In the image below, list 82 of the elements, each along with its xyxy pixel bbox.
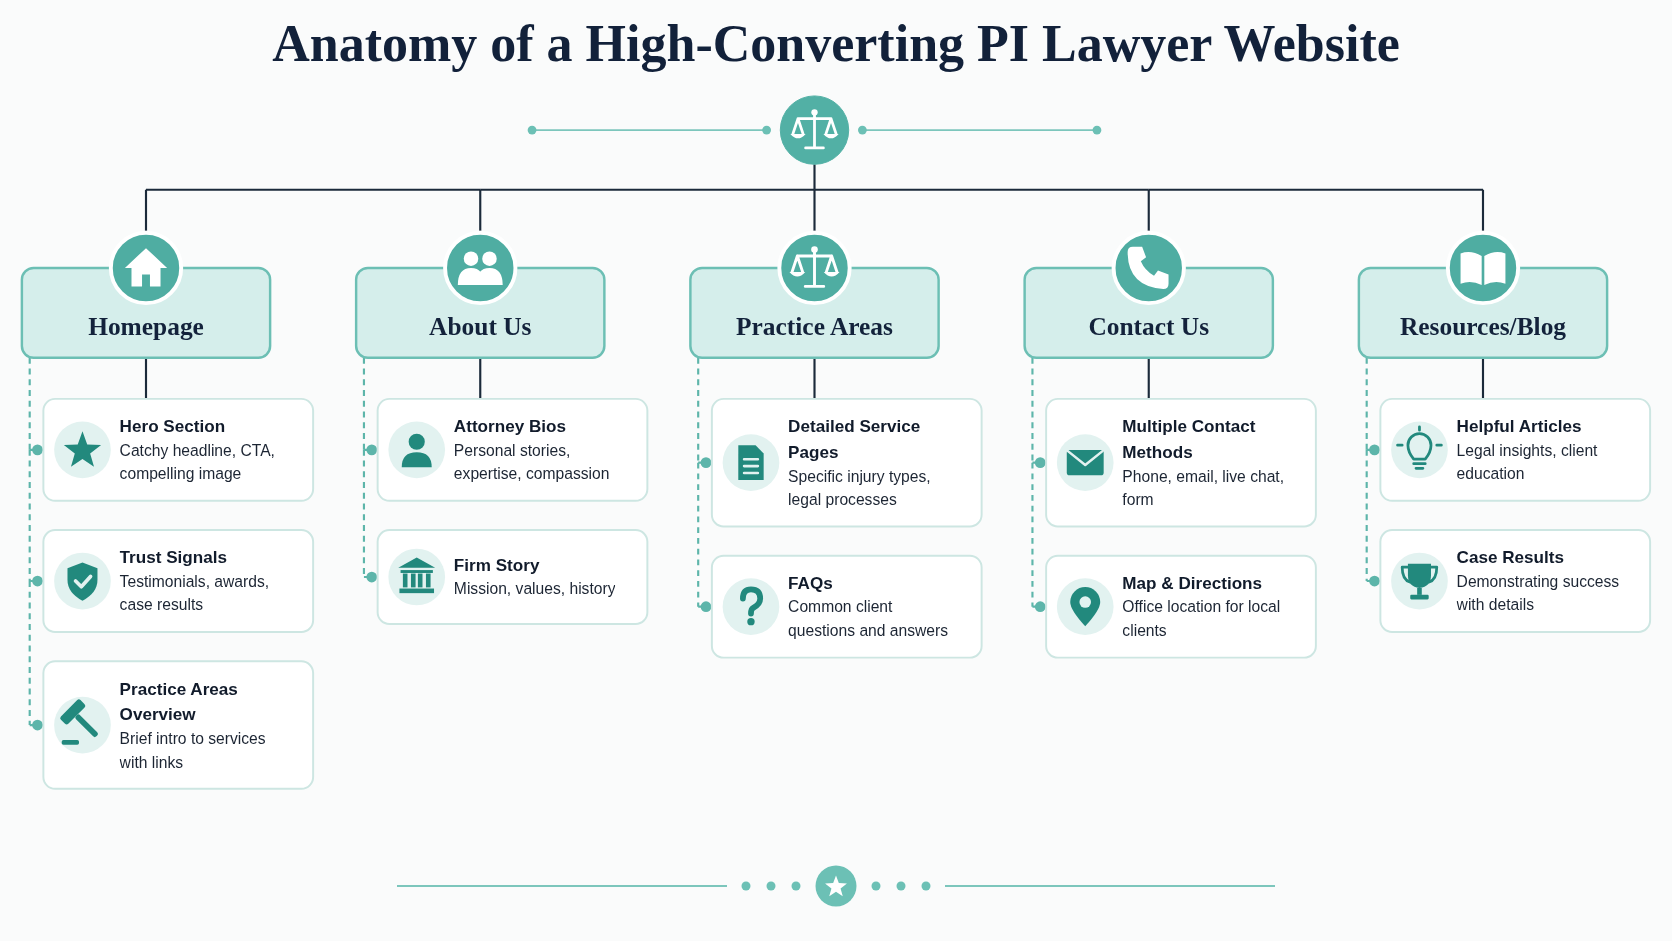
dashed-connector	[697, 357, 700, 463]
dashed-connector	[1366, 444, 1381, 456]
card-description: Catchy headline, CTA, compelling image	[119, 442, 276, 483]
connector-line	[479, 189, 482, 231]
card-title: Map & Directions	[1122, 573, 1263, 593]
connector-line	[480, 188, 815, 191]
section-title: About Us	[429, 312, 532, 341]
dashed-connector	[363, 571, 378, 583]
dashed-connector	[1366, 575, 1381, 587]
card-title: Detailed Service Pages	[788, 416, 922, 462]
connector-line	[479, 357, 482, 399]
card-description: Legal insights, client education	[1456, 442, 1599, 483]
card-description: Common client questions and answers	[788, 599, 949, 640]
feature-card	[710, 554, 983, 659]
section-box	[1023, 230, 1275, 360]
feature-card	[42, 529, 315, 633]
dashed-connector	[1365, 449, 1368, 582]
scales-icon	[779, 95, 850, 165]
section-box	[20, 230, 272, 360]
card-title: FAQs	[788, 573, 833, 593]
dashed-connector	[363, 444, 378, 456]
connector-line	[1147, 357, 1150, 399]
section-title: Practice Areas	[736, 312, 893, 341]
card-description: Specific injury types, legal processes	[788, 467, 932, 508]
dashed-connector	[29, 719, 44, 731]
section-title: Contact Us	[1088, 312, 1210, 341]
section-title: Homepage	[88, 312, 204, 341]
card-title: Multiple Contact Methods	[1122, 416, 1257, 462]
title: Anatomy of a High-Converting PI Lawyer Website	[272, 14, 1400, 73]
card-title: Attorney Bios	[453, 416, 566, 436]
dashed-connector	[1031, 357, 1034, 463]
card-title: Trust Signals	[119, 547, 227, 568]
card-description: Personal stories, expertise, compassion	[453, 442, 610, 483]
dashed-connector	[1031, 462, 1034, 607]
feature-card	[1045, 397, 1317, 528]
connector-line	[1147, 189, 1150, 231]
card-title: Hero Section	[119, 416, 226, 436]
connector-line	[144, 189, 148, 231]
card-description: Demonstrating success with details	[1456, 573, 1621, 614]
feature-card	[42, 660, 315, 790]
card-title: Case Results	[1456, 547, 1565, 568]
section-box	[354, 230, 606, 360]
connector-line	[144, 357, 148, 399]
connector-line	[1481, 357, 1485, 399]
feature-card	[1045, 554, 1317, 659]
dashed-connector	[1032, 457, 1047, 469]
dashed-connector	[28, 357, 31, 450]
card-description: Phone, email, live chat, form	[1122, 467, 1286, 508]
connector-line	[813, 189, 816, 231]
feature-card	[376, 529, 649, 625]
dashed-connector	[698, 457, 712, 469]
connector-line	[813, 164, 816, 190]
connector-line	[1148, 188, 1483, 191]
card-description: Mission, values, history	[453, 581, 616, 598]
connector-line	[814, 188, 1149, 191]
card-description: Brief intro to services with links	[119, 730, 267, 771]
dashed-connector	[362, 449, 366, 577]
feature-card	[376, 397, 649, 502]
card-title: Helpful Articles	[1456, 416, 1582, 436]
dashed-connector	[29, 575, 44, 587]
dashed-connector	[362, 357, 366, 450]
dashed-connector	[698, 601, 712, 613]
dashed-connector	[28, 449, 31, 582]
card-description: Testimonials, awards, case results	[119, 573, 271, 614]
section-title: Resources/Blog	[1399, 312, 1567, 341]
connector-line	[813, 357, 816, 399]
connector-line	[1481, 189, 1485, 231]
dashed-connector	[1032, 601, 1047, 613]
card-title: Practice Areas Overview	[119, 678, 239, 725]
feature-card	[1379, 397, 1652, 502]
card-title: Firm Story	[453, 555, 540, 575]
section-box	[689, 230, 940, 360]
dashed-connector	[29, 444, 44, 456]
section-box	[1357, 230, 1609, 360]
dashed-connector	[28, 581, 31, 726]
feature-card	[42, 397, 315, 502]
feature-card	[710, 397, 983, 528]
card-description: Office location for local clients	[1122, 599, 1282, 640]
feature-card	[1379, 529, 1652, 633]
dashed-connector	[697, 462, 700, 607]
dashed-connector	[1365, 357, 1368, 450]
connector-line	[146, 188, 481, 191]
